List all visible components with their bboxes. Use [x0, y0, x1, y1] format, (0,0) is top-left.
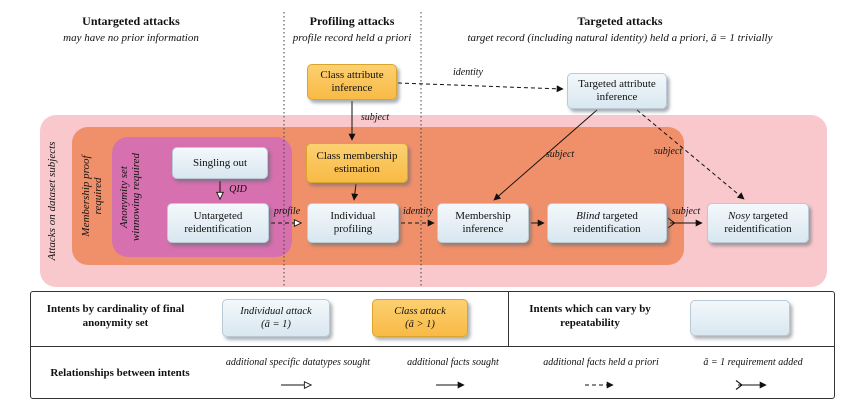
legend-relationships-label: Relationships between intents: [50, 367, 190, 379]
legend-repeatability-chip: [690, 300, 790, 336]
edge-label-identity-mid: identity: [403, 206, 433, 217]
node-label: Membership inference: [455, 210, 511, 235]
node-class-membership-estimation: Class membership estimation: [306, 143, 408, 183]
node-label: Class attribute inference: [320, 69, 384, 94]
node-label: Class membership estimation: [316, 150, 398, 175]
node-label: Targeted attribute inference: [578, 78, 656, 103]
legend-rel-requirement-label: ā = 1 requirement added: [703, 357, 803, 368]
legend-cardinality-label: Intents by cardinality of final anonymit…: [46, 303, 185, 329]
node-untargeted-reidentification: Untargeted reidentification: [167, 203, 269, 243]
edge-label-identity-top: identity: [453, 67, 483, 78]
chip-sublabel: (ā = 1): [261, 319, 291, 330]
legend-column-divider: [508, 292, 509, 346]
legend-rel-facts-label: additional facts sought: [407, 357, 499, 368]
node-singling-out: Singling out: [172, 147, 268, 179]
untargeted-attacks-subtitle: may have no prior information: [63, 32, 199, 44]
legend-class-attack-chip: Class attack (ā > 1): [372, 299, 468, 337]
node-label: Untargeted reidentification: [184, 210, 252, 235]
legend-individual-attack-chip: Individual attack (ā = 1): [222, 299, 330, 337]
outer-region-label: Attacks on dataset subjects: [46, 141, 58, 261]
legend-row-divider: [31, 346, 834, 347]
node-blind-targeted-reidentification: Blind targeted reidentification: [547, 203, 667, 243]
chip-sublabel: (ā > 1): [405, 319, 435, 330]
node-class-attribute-inference: Class attribute inference: [307, 64, 397, 100]
edge-label-subject-membership: subject: [545, 149, 575, 160]
profiling-attacks-subtitle: profile record held a priori: [292, 32, 412, 44]
node-label: Singling out: [192, 156, 248, 169]
node-label: Individual profiling: [330, 210, 376, 235]
untargeted-attacks-title: Untargeted attacks: [82, 14, 180, 28]
edge-label-subject-blind: subject: [671, 206, 701, 217]
legend-repeatability-label: Intents which can vary by repeatability: [529, 303, 651, 329]
legend-rel-apriori-label: additional facts held a priori: [543, 357, 659, 368]
edge-label-qid: QID: [229, 184, 247, 195]
node-label: Blind targeted reidentification: [573, 210, 641, 235]
legend-rel-specific-label: additional specific datatypes sought: [225, 357, 371, 368]
legend-box: [30, 291, 835, 399]
node-individual-profiling: Individual profiling: [307, 203, 399, 243]
node-label: Nosy targeted reidentification: [724, 210, 792, 235]
node-targeted-attribute-inference: Targeted attribute inference: [567, 73, 667, 109]
profiling-attacks-title: Profiling attacks: [309, 14, 395, 28]
chip-label: Individual attack: [240, 306, 312, 317]
middle-region-label: Membership proof required: [80, 155, 104, 237]
chip-label: Class attack: [394, 306, 446, 317]
targeted-attacks-title: Targeted attacks: [577, 14, 663, 28]
node-membership-inference: Membership inference: [437, 203, 529, 243]
edge-label-profile: profile: [273, 206, 301, 217]
node-nosy-targeted-reidentification: Nosy targeted reidentification: [707, 203, 809, 243]
edge-label-subject-class: subject: [360, 112, 390, 123]
targeted-attacks-subtitle: target record (including natural identit…: [467, 32, 773, 44]
inner-region-label: Anonymity set winnowing required: [118, 152, 142, 242]
edge-label-subject-nosy: subject: [653, 146, 683, 157]
